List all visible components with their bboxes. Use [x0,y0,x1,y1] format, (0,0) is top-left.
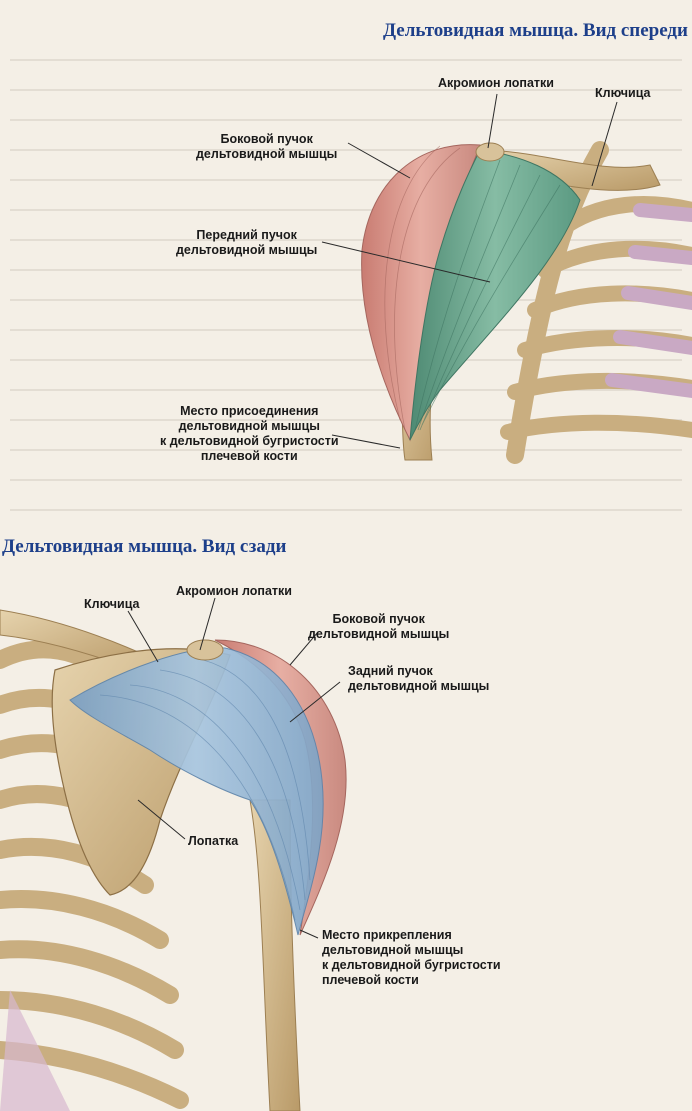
back-label-scapula: Лопатка [188,834,239,848]
back-cartilage [0,990,70,1111]
front-label-acromion: Акромион лопатки [438,76,554,90]
front-label-insertion: Место присоединения дельтовидной мышцы к… [160,404,339,463]
background-text-lines [10,59,682,511]
front-label-clavicle: Ключица [595,86,651,100]
back-muscle-fibers [99,657,311,921]
back-leader-lines [127,597,341,939]
front-muscle-fibers [414,159,561,431]
front-label-lateral-bundle: Боковой пучок дельтовидной мышцы [196,132,338,161]
front-acromion [475,142,505,162]
back-label-clavicle: Ключица [84,597,140,611]
back-view-illustration [0,597,347,1111]
front-label-anterior-bundle: Передний пучок дельтовидной мышцы [176,228,318,257]
back-label-insertion: Место прикрепления дельтовидной мышцы к … [322,928,501,987]
back-label-lateral-bundle: Боковой пучок дельтовидной мышцы [308,612,450,641]
back-posterior-deltoid-muscle [69,647,324,936]
front-leader-lines [321,93,618,449]
back-view-title: Дельтовидная мышца. Вид сзади [2,536,287,557]
front-anterior-deltoid-muscle [409,149,581,441]
back-acromion [186,639,224,661]
back-label-acromion: Акромион лопатки [176,584,292,598]
back-label-posterior-bundle: Задний пучок дельтовидной мышцы [348,664,490,693]
front-red-fibers [384,145,461,431]
front-view-illustration [321,93,692,464]
front-view-title: Дельтовидная мышца. Вид спереди [383,20,688,41]
